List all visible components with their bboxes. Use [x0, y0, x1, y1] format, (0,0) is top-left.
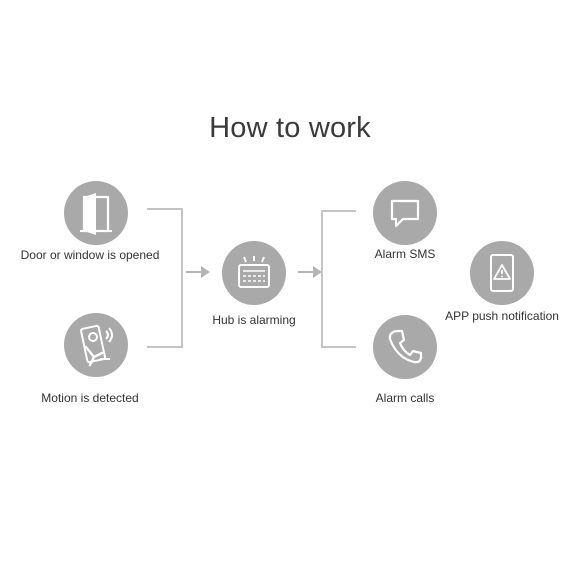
sms-node	[373, 181, 437, 245]
left-bracket-line	[147, 208, 183, 348]
hub-circle	[222, 241, 286, 305]
calls-node	[373, 315, 437, 379]
app-label: APP push notification	[445, 309, 559, 323]
right-bracket-line	[321, 210, 356, 348]
motion-circle	[64, 313, 128, 377]
hub-node	[222, 241, 286, 305]
arrow-left-head	[201, 266, 210, 278]
calls-circle	[373, 315, 437, 379]
calls-label: Alarm calls	[375, 391, 435, 405]
motion-label: Motion is detected	[41, 391, 139, 405]
door-circle	[64, 181, 128, 245]
door-icon	[80, 193, 112, 235]
sms-circle	[373, 181, 437, 245]
door-label: Door or window is opened	[20, 248, 160, 262]
phone-handset-icon	[388, 329, 423, 364]
alarm-hub-icon	[238, 256, 270, 288]
sms-label: Alarm SMS	[374, 247, 436, 261]
phone-warning-icon	[490, 254, 514, 292]
motion-node	[64, 313, 128, 377]
app-node	[470, 241, 534, 305]
app-circle	[470, 241, 534, 305]
arrow-right-head	[313, 266, 322, 278]
page-title: How to work	[209, 112, 371, 144]
hub-label: Hub is alarming	[212, 313, 296, 327]
door-node	[64, 181, 128, 245]
chat-bubble-icon	[390, 199, 420, 228]
motion-sensor-icon	[80, 324, 113, 367]
